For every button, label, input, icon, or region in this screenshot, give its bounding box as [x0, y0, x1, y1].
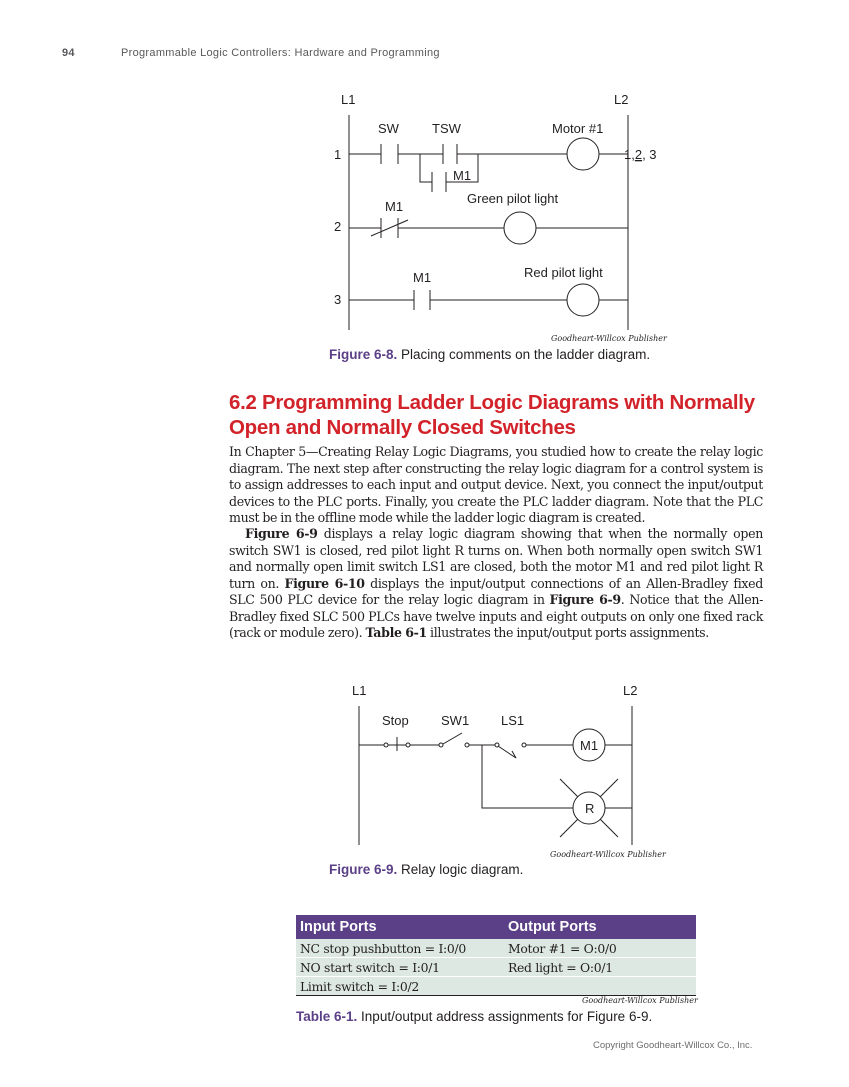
coil-motor-1 [566, 137, 600, 171]
para-2-text-b: displays the input/output connections of… [229, 575, 763, 608]
figure-6-9-relay-diagram: L1 L2 Stop SW1 LS1 M1 R [352, 683, 637, 845]
figure-6-9-caption-label: Figure 6-9. [329, 862, 398, 877]
label-m1-rung3: M1 [413, 270, 431, 285]
label-m1-branch: M1 [453, 168, 471, 183]
lamp-green [503, 211, 537, 245]
figure-6-9-caption: Figure 6-9. Relay logic diagram. [329, 862, 523, 877]
ref-figure-6-9: Figure 6-9 [245, 526, 318, 541]
table-row: NC stop pushbutton = I:0/0 Motor #1 = O:… [296, 939, 696, 958]
para-2-text-d: illustrates the input/output ports assig… [426, 625, 709, 640]
page-number: 94 [62, 47, 75, 59]
figure-6-8-credit: Goodheart-Willcox Publisher [551, 334, 667, 343]
ref-figure-6-10: Figure 6-10 [284, 575, 366, 591]
figure-6-9-credit: Goodheart-Willcox Publisher [550, 850, 666, 859]
label-red-pilot-light: Red pilot light [524, 265, 603, 280]
figure-6-9-caption-text: Relay logic diagram. [401, 862, 524, 877]
ref-figure-6-9-second: Figure 6-9 [549, 592, 622, 607]
table-row: NO start switch = I:0/1 Red light = O:0/… [296, 957, 696, 977]
table-6-1-caption-label: Table 6-1. [296, 1009, 358, 1024]
motor-m1-label: M1 [580, 738, 598, 753]
body-paragraph-2: Figure 6-9 displays a relay logic diagra… [229, 526, 763, 642]
table-cell [504, 976, 696, 996]
cross-reference: 1,2, 3 [624, 147, 657, 162]
table-cell: Red light = O:0/1 [504, 957, 696, 977]
seal-in-branch [419, 154, 432, 183]
stop-pushbutton-nc [383, 737, 411, 751]
table-header-row: Input Ports Output Ports [296, 915, 696, 939]
figure-6-8-caption-label: Figure 6-8. [329, 347, 398, 362]
label-sw: SW [378, 121, 400, 136]
copyright-footer: Copyright Goodheart-Willcox Co., Inc. [593, 1040, 753, 1051]
rail-label-l1: L1 [352, 683, 366, 698]
rung-number-1: 1 [334, 147, 341, 162]
lamp-red [566, 283, 600, 317]
running-title: Programmable Logic Controllers: Hardware… [121, 47, 440, 59]
body-paragraph-1: In Chapter 5—Creating Relay Logic Diagra… [229, 444, 763, 525]
table-6-1-caption: Table 6-1. Input/output address assignme… [296, 1009, 652, 1024]
table-cell: NO start switch = I:0/1 [296, 957, 504, 977]
table-cell: Limit switch = I:0/2 [296, 976, 504, 996]
para-2-text-a: displays a relay logic diagram showing t… [229, 526, 763, 591]
label-ls1: LS1 [501, 713, 524, 728]
table-row: Limit switch = I:0/2 [296, 976, 696, 996]
limit-switch-ls1 [494, 742, 527, 759]
label-stop: Stop [382, 713, 409, 728]
table-6-1-credit: Goodheart-Willcox Publisher [582, 996, 698, 1005]
label-motor-1: Motor #1 [552, 121, 603, 136]
table-cell: NC stop pushbutton = I:0/0 [296, 939, 504, 958]
ref-table-6-1: Table 6-1 [365, 625, 427, 640]
rail-label-l1: L1 [341, 92, 355, 107]
label-green-pilot-light: Green pilot light [467, 191, 558, 206]
figure-6-8-caption-text: Placing comments on the ladder diagram. [401, 347, 651, 362]
label-tsw: TSW [432, 121, 462, 136]
figure-6-8-caption: Figure 6-8. Placing comments on the ladd… [329, 347, 650, 362]
lamp-r-label: R [585, 801, 594, 816]
rail-label-l2: L2 [623, 683, 637, 698]
rung-2: M1 Green pilot light [349, 191, 628, 245]
rung-number-2: 2 [334, 219, 341, 234]
switch-sw1-no [438, 732, 470, 748]
section-heading: 6.2 Programming Ladder Logic Diagrams wi… [229, 391, 755, 439]
table-cell: Motor #1 = O:0/0 [504, 939, 696, 958]
rung-3: M1 Red pilot light [349, 265, 628, 317]
rung-number-3: 3 [334, 292, 341, 307]
label-m1-rung2: M1 [385, 199, 403, 214]
header-output-ports: Output Ports [504, 915, 696, 939]
figure-6-8-ladder-diagram: L1 L2 1 2 3 SW TSW Motor #1 1,2, 3 M1 M1… [334, 92, 657, 330]
rail-label-l2: L2 [614, 92, 628, 107]
label-sw1: SW1 [441, 713, 469, 728]
header-input-ports: Input Ports [296, 915, 504, 939]
table-6-1-caption-text: Input/output address assignments for Fig… [361, 1009, 653, 1024]
rung-1: SW TSW Motor #1 1,2, 3 M1 [349, 121, 657, 192]
io-address-table: Input Ports Output Ports NC stop pushbut… [296, 915, 696, 996]
para-2-text-c: . Notice that the Allen-Bradley fixed SL… [229, 592, 763, 640]
lamp-branch [481, 745, 573, 809]
